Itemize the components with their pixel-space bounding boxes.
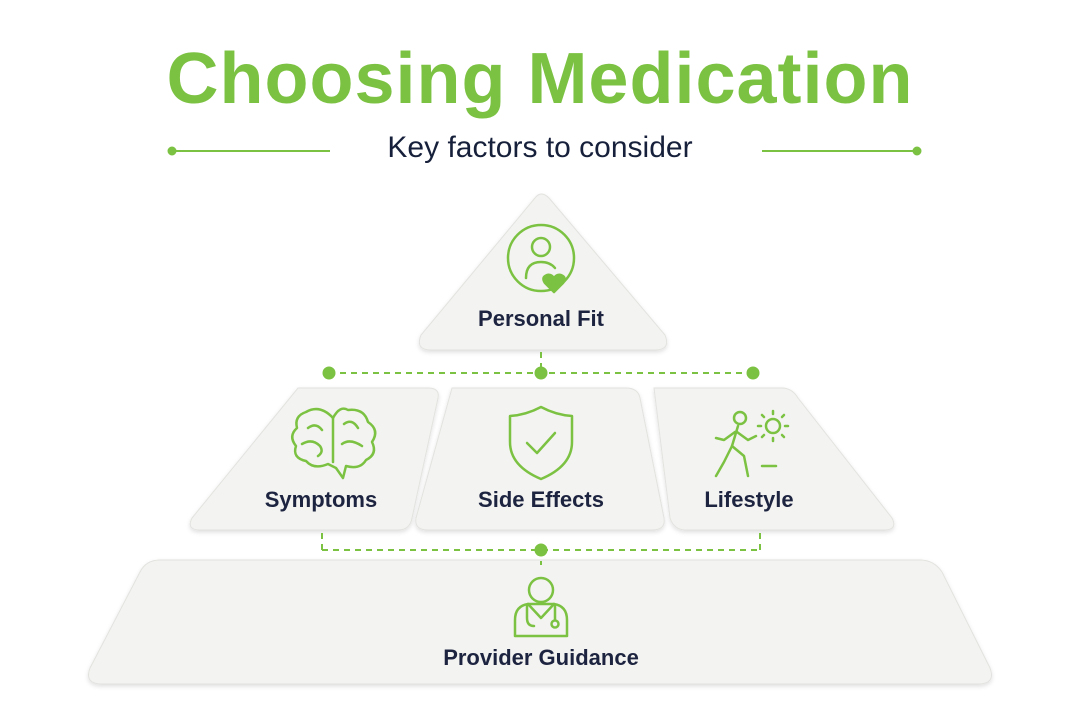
person-walking-sun-icon xyxy=(714,409,790,478)
label-side-effects: Side Effects xyxy=(478,487,604,512)
person-heart-icon xyxy=(506,223,576,294)
connector-dot-base xyxy=(534,543,548,557)
tile-symptoms xyxy=(189,387,439,531)
subtitle-divider-left xyxy=(167,146,330,156)
connector-dots-top xyxy=(322,366,760,380)
subtitle-divider-right xyxy=(762,146,922,156)
page-subtitle: Key factors to consider xyxy=(387,131,693,164)
label-symptoms: Symptoms xyxy=(264,487,378,512)
page-title: Choosing Medication xyxy=(166,39,914,119)
tile-side-effects xyxy=(415,387,665,531)
label-provider-guidance: Provider Guidance xyxy=(443,645,639,670)
tile-provider-guidance xyxy=(88,559,992,685)
brain-icon xyxy=(291,407,377,480)
tile-personal-fit xyxy=(418,193,668,351)
label-lifestyle: Lifestyle xyxy=(704,487,794,512)
doctor-stethoscope-icon xyxy=(513,576,569,638)
label-personal-fit: Personal Fit xyxy=(478,306,604,331)
shield-check-icon xyxy=(508,405,574,481)
tile-lifestyle xyxy=(653,387,895,531)
